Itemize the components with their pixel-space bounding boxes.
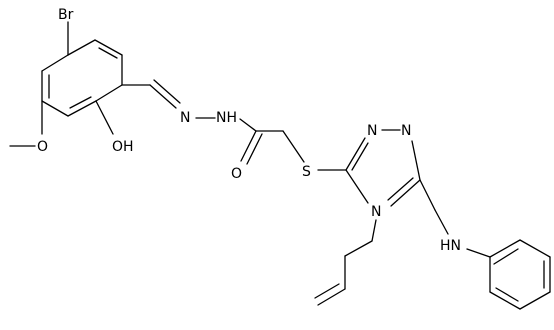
atom-o-carbonyl: O bbox=[231, 166, 242, 182]
bond bbox=[67, 100, 97, 117]
bond bbox=[240, 130, 257, 162]
bond bbox=[282, 130, 305, 163]
atom-s: S bbox=[302, 164, 311, 180]
atom-hn: HN bbox=[440, 238, 461, 254]
bonds bbox=[9, 21, 551, 310]
atom-n-triazole-1: N bbox=[367, 123, 377, 139]
atom-o-methoxy: O bbox=[37, 139, 48, 155]
bond bbox=[519, 291, 551, 310]
bond bbox=[345, 137, 366, 171]
bond bbox=[69, 96, 92, 109]
bond bbox=[495, 287, 519, 302]
bond bbox=[344, 240, 373, 257]
bond bbox=[149, 84, 177, 109]
atom-br: Br bbox=[58, 7, 74, 23]
bond bbox=[351, 142, 369, 171]
atom-nh-hydrazide: NH bbox=[216, 110, 237, 126]
bond bbox=[317, 288, 346, 306]
bond bbox=[67, 39, 96, 56]
bond bbox=[314, 283, 340, 299]
bond bbox=[489, 239, 521, 258]
atom-oh: OH bbox=[112, 139, 134, 155]
atom-n-imine: N bbox=[180, 110, 190, 126]
bond bbox=[94, 39, 123, 56]
bond bbox=[519, 239, 551, 258]
bond bbox=[419, 179, 436, 211]
bond bbox=[41, 54, 69, 72]
bond bbox=[246, 133, 263, 165]
bond bbox=[493, 248, 519, 265]
bond bbox=[390, 179, 421, 207]
bond bbox=[95, 84, 123, 102]
atom-labels: Br O OH N NH O S N N N HN bbox=[37, 7, 461, 254]
bond bbox=[489, 291, 521, 310]
bond bbox=[41, 100, 69, 117]
bond bbox=[411, 140, 421, 181]
bond bbox=[466, 248, 491, 258]
bond bbox=[95, 100, 114, 135]
atom-n-triazole-2: N bbox=[401, 123, 411, 139]
bond bbox=[345, 169, 369, 204]
bond bbox=[387, 177, 414, 201]
bond bbox=[98, 47, 118, 59]
bond bbox=[371, 219, 377, 242]
bond bbox=[239, 118, 257, 132]
bond bbox=[153, 79, 181, 104]
bond bbox=[434, 209, 449, 235]
atom-n-triazole-4: N bbox=[371, 204, 381, 220]
